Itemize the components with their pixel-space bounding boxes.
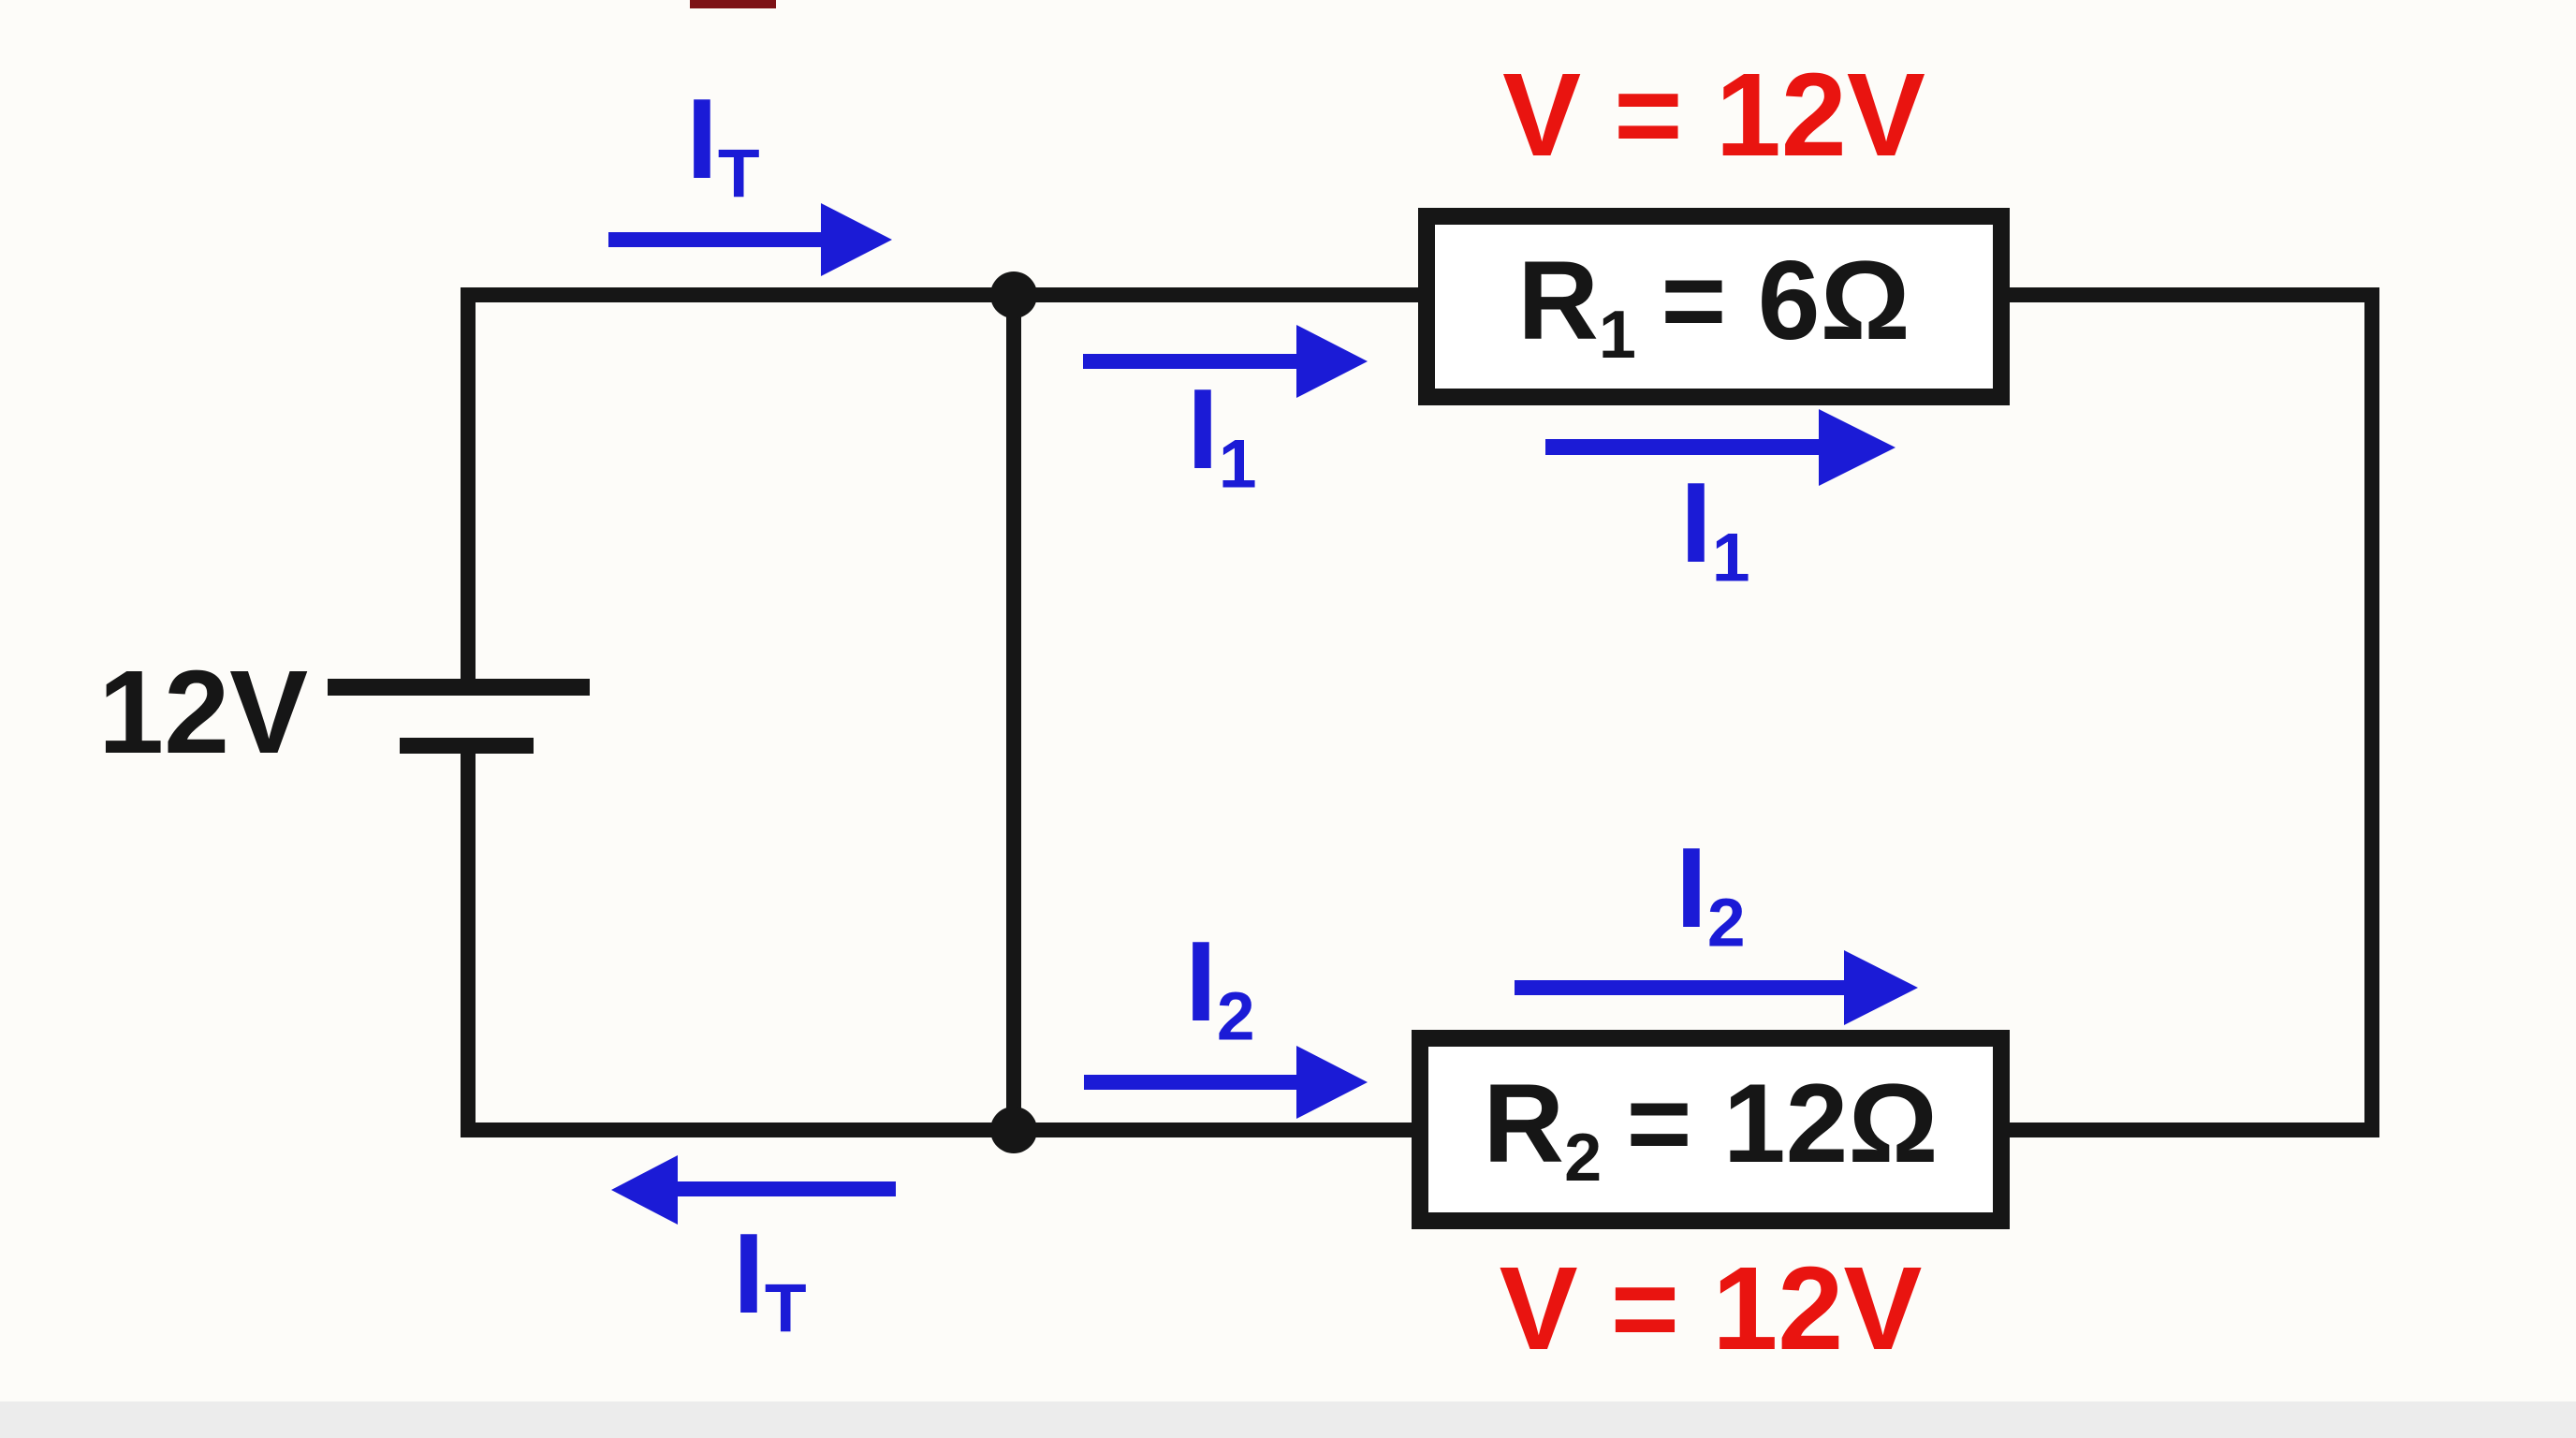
junction-dot-bottom bbox=[990, 1107, 1037, 1153]
battery-plate-short bbox=[400, 738, 534, 754]
battery-plate-long bbox=[328, 679, 590, 696]
total-current-arrow-top-shaft bbox=[608, 232, 827, 247]
branch1-current-label-left: I1 bbox=[1187, 365, 1257, 503]
total-current-label-top: IT bbox=[686, 75, 760, 213]
resistor-r2-box: R2= 12Ω bbox=[1412, 1030, 2010, 1229]
battery-voltage-label: 12V bbox=[98, 646, 309, 778]
branch1-current-arrow-right-head bbox=[1819, 409, 1895, 486]
total-current-arrow-bottom-head bbox=[611, 1155, 678, 1225]
resistor-r2-label: R2= 12Ω bbox=[1483, 1060, 1939, 1196]
resistor-r1-box: R1= 6Ω bbox=[1418, 208, 2010, 405]
r1-voltage-label: V = 12V bbox=[1502, 49, 1925, 181]
bottom-edge-strip bbox=[0, 1401, 2576, 1438]
branch1-current-arrow-left-head bbox=[1296, 325, 1368, 398]
branch2-current-arrow-right-shaft bbox=[1515, 980, 1849, 995]
resistor-r1-label: R1= 6Ω bbox=[1517, 237, 1910, 374]
r2-voltage-label: V = 12V bbox=[1499, 1242, 1923, 1374]
total-current-label-bottom: IT bbox=[733, 1210, 807, 1347]
total-current-arrow-bottom-shaft bbox=[676, 1181, 896, 1196]
branch2-current-arrow-left-head bbox=[1296, 1046, 1368, 1119]
branch2-current-label-left: I2 bbox=[1185, 917, 1255, 1055]
top-edge-artifact bbox=[690, 0, 776, 8]
right-wire bbox=[2364, 287, 2379, 1137]
left-wire-upper bbox=[461, 287, 476, 684]
branch2-current-arrow-left-shaft bbox=[1084, 1075, 1301, 1090]
branch1-current-arrow-left-shaft bbox=[1083, 354, 1301, 369]
branch2-current-label-right: I2 bbox=[1676, 824, 1746, 961]
branch1-current-label-right: I1 bbox=[1680, 459, 1750, 596]
branch2-current-arrow-right-head bbox=[1844, 950, 1918, 1025]
left-wire-lower bbox=[461, 748, 476, 1137]
branch1-current-arrow-right-shaft bbox=[1545, 439, 1823, 455]
junction-dot-top bbox=[990, 271, 1037, 318]
middle-branch-wire bbox=[1006, 295, 1021, 1130]
total-current-arrow-top-head bbox=[821, 203, 892, 276]
